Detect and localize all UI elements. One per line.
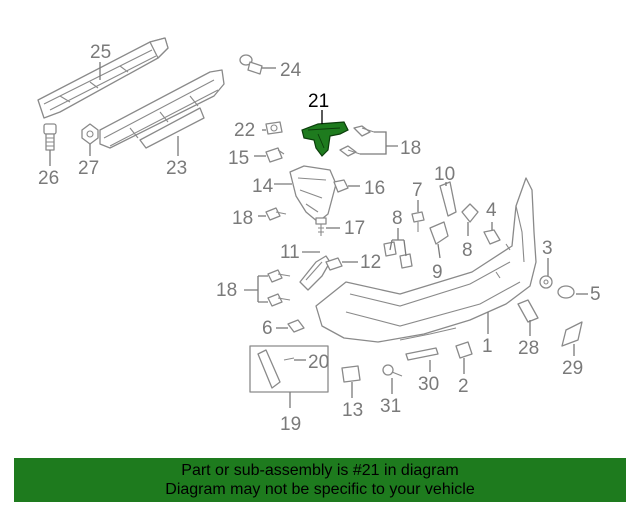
clip-4[interactable] <box>483 229 501 245</box>
bolts-18-top[interactable] <box>339 125 375 157</box>
pad-29[interactable] <box>561 321 583 347</box>
callout-19: 19 <box>280 414 301 435</box>
sensor-28[interactable] <box>517 299 539 323</box>
callout-16: 16 <box>364 178 385 199</box>
energy-absorber[interactable] <box>99 69 225 149</box>
callout-21: 21 <box>308 91 329 112</box>
info-banner-line-1: Part or sub-assembly is #21 in diagram <box>181 462 459 479</box>
callout-24: 24 <box>280 60 302 81</box>
callout-9: 9 <box>432 262 443 283</box>
callout-5: 5 <box>590 284 601 305</box>
bumper-cover[interactable] <box>315 177 537 343</box>
callout-2: 2 <box>458 376 469 397</box>
clip-8-right[interactable] <box>461 203 479 223</box>
bolts-18-lower[interactable] <box>267 269 291 307</box>
callout-8-right: 8 <box>462 240 473 261</box>
bracket-21-highlighted[interactable] <box>301 121 349 157</box>
side-bracket-14[interactable] <box>289 165 337 223</box>
bracket-9[interactable] <box>429 221 449 245</box>
callout-4: 4 <box>486 200 497 221</box>
callout-17: 17 <box>344 218 365 239</box>
plug-5[interactable] <box>557 285 575 299</box>
reinforcement-beam-upper[interactable] <box>37 37 169 119</box>
callout-27: 27 <box>78 158 99 179</box>
callout-18-top: 18 <box>400 138 421 159</box>
fastener-6[interactable] <box>287 319 305 333</box>
clips-8-center[interactable] <box>383 241 413 269</box>
callout-15: 15 <box>228 148 249 169</box>
info-banner-line-2: Diagram may not be specific to your vehi… <box>165 481 475 498</box>
callout-3: 3 <box>542 238 553 259</box>
callout-10: 10 <box>434 164 455 185</box>
fastener-3[interactable] <box>539 275 553 289</box>
info-banner: Part or sub-assembly is #21 in diagram D… <box>14 458 626 502</box>
bracket-2[interactable] <box>455 341 473 359</box>
bracket-11[interactable] <box>299 255 331 291</box>
reflector-30[interactable] <box>405 347 439 361</box>
leader-lines <box>49 62 588 408</box>
callout-13: 13 <box>342 400 363 421</box>
parts-diagram: 21 25 24 22 18 15 26 27 23 14 16 10 7 18… <box>37 37 601 435</box>
callout-31: 31 <box>380 396 401 417</box>
plate-13[interactable] <box>341 365 361 383</box>
callout-12: 12 <box>360 252 381 273</box>
callout-6: 6 <box>262 318 273 339</box>
bracket-10[interactable] <box>439 181 457 217</box>
callout-23: 23 <box>166 158 187 179</box>
clip-12[interactable] <box>325 257 343 271</box>
clip-24[interactable] <box>239 54 263 75</box>
callout-29: 29 <box>562 358 583 379</box>
callout-26: 26 <box>38 168 59 189</box>
callout-8-center: 8 <box>392 208 403 229</box>
callout-20: 20 <box>308 352 329 373</box>
bolt-26[interactable] <box>43 123 57 151</box>
callout-30: 30 <box>418 374 439 395</box>
callout-25: 25 <box>90 42 111 63</box>
nut-27[interactable] <box>81 123 99 145</box>
callout-28: 28 <box>518 338 539 359</box>
callout-18-lower: 18 <box>216 280 237 301</box>
callout-22: 22 <box>234 120 255 141</box>
inset-box-19[interactable] <box>249 345 329 393</box>
screw-31[interactable] <box>382 364 403 377</box>
callout-14: 14 <box>252 176 274 197</box>
screw-17[interactable] <box>315 217 327 236</box>
callout-7: 7 <box>412 180 423 201</box>
callout-1: 1 <box>482 336 493 357</box>
callout-11: 11 <box>280 242 300 263</box>
fastener-15[interactable] <box>265 147 285 163</box>
clip-22[interactable] <box>265 121 283 135</box>
screw-7[interactable] <box>411 211 425 232</box>
bolt-18-left[interactable] <box>265 207 287 221</box>
clip-16[interactable] <box>333 179 349 193</box>
callout-18-left: 18 <box>232 208 253 229</box>
